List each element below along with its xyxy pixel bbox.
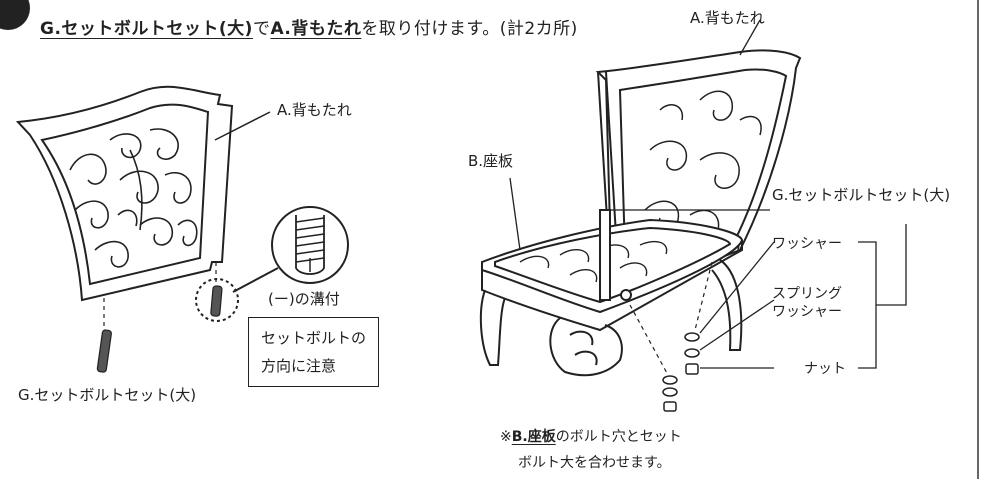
label-bolt-set-right: G.セットボルトセット(大): [772, 186, 951, 204]
title-backrest: A.背もたれ: [270, 19, 362, 39]
label-backrest-right: A.背もたれ: [690, 9, 765, 27]
title-rest: を取り付けます。(計2カ所): [361, 19, 578, 39]
caution-line-1: セットボルトの: [261, 329, 367, 347]
label-seat-board: B.座板: [468, 152, 514, 170]
hardware-stack-front: [662, 375, 678, 412]
label-washer: ワッシャー: [772, 236, 842, 252]
title-bolt-set: G.セットボルトセット(大): [40, 19, 253, 39]
caution-box: セットボルトの 方向に注意: [248, 317, 380, 387]
bolt-guides-left: [103, 262, 217, 330]
label-groove: (ー)の溝付: [268, 290, 340, 308]
label-bolt-set-left: G.セットボルトセット(大): [18, 386, 197, 404]
bolt-icon: [195, 278, 239, 322]
bolt-icon: [96, 329, 112, 373]
title-particle: で: [252, 19, 271, 39]
label-nut: ナット: [804, 361, 846, 377]
footnote-text: のボルト穴とセット: [555, 429, 682, 445]
caution-line-2: 方向に注意: [261, 357, 337, 375]
leader-lines-right: [509, 19, 907, 369]
chair-drawing: [479, 49, 802, 377]
bolt-groove-zoom: [232, 206, 349, 293]
leader-line: [214, 111, 271, 141]
label-spring-washer-2: ワッシャー: [772, 304, 842, 320]
nut-icon: [685, 363, 699, 375]
instruction-title: G.セットボルトセット(大)でA.背もたれを取り付けます。(計2カ所): [40, 14, 578, 39]
bolt-guides-right: [629, 261, 713, 376]
label-backrest-left: A.背もたれ: [277, 101, 352, 119]
footnote-line-2: ボルト大を合わせます。: [518, 455, 671, 471]
step-number-circle: [0, 0, 30, 30]
footnote: ※B.座板のボルト穴とセット ボルト大を合わせます。: [500, 424, 682, 476]
footnote-seat-board: B.座板: [511, 429, 556, 445]
label-spring-washer-1: スプリング: [772, 286, 842, 302]
spring-washer-icon: [684, 348, 700, 358]
footnote-mark: ※: [500, 429, 512, 445]
backrest-left-drawing: [15, 85, 234, 302]
hardware-stack-rear: [684, 332, 700, 375]
washer-icon: [684, 332, 700, 342]
